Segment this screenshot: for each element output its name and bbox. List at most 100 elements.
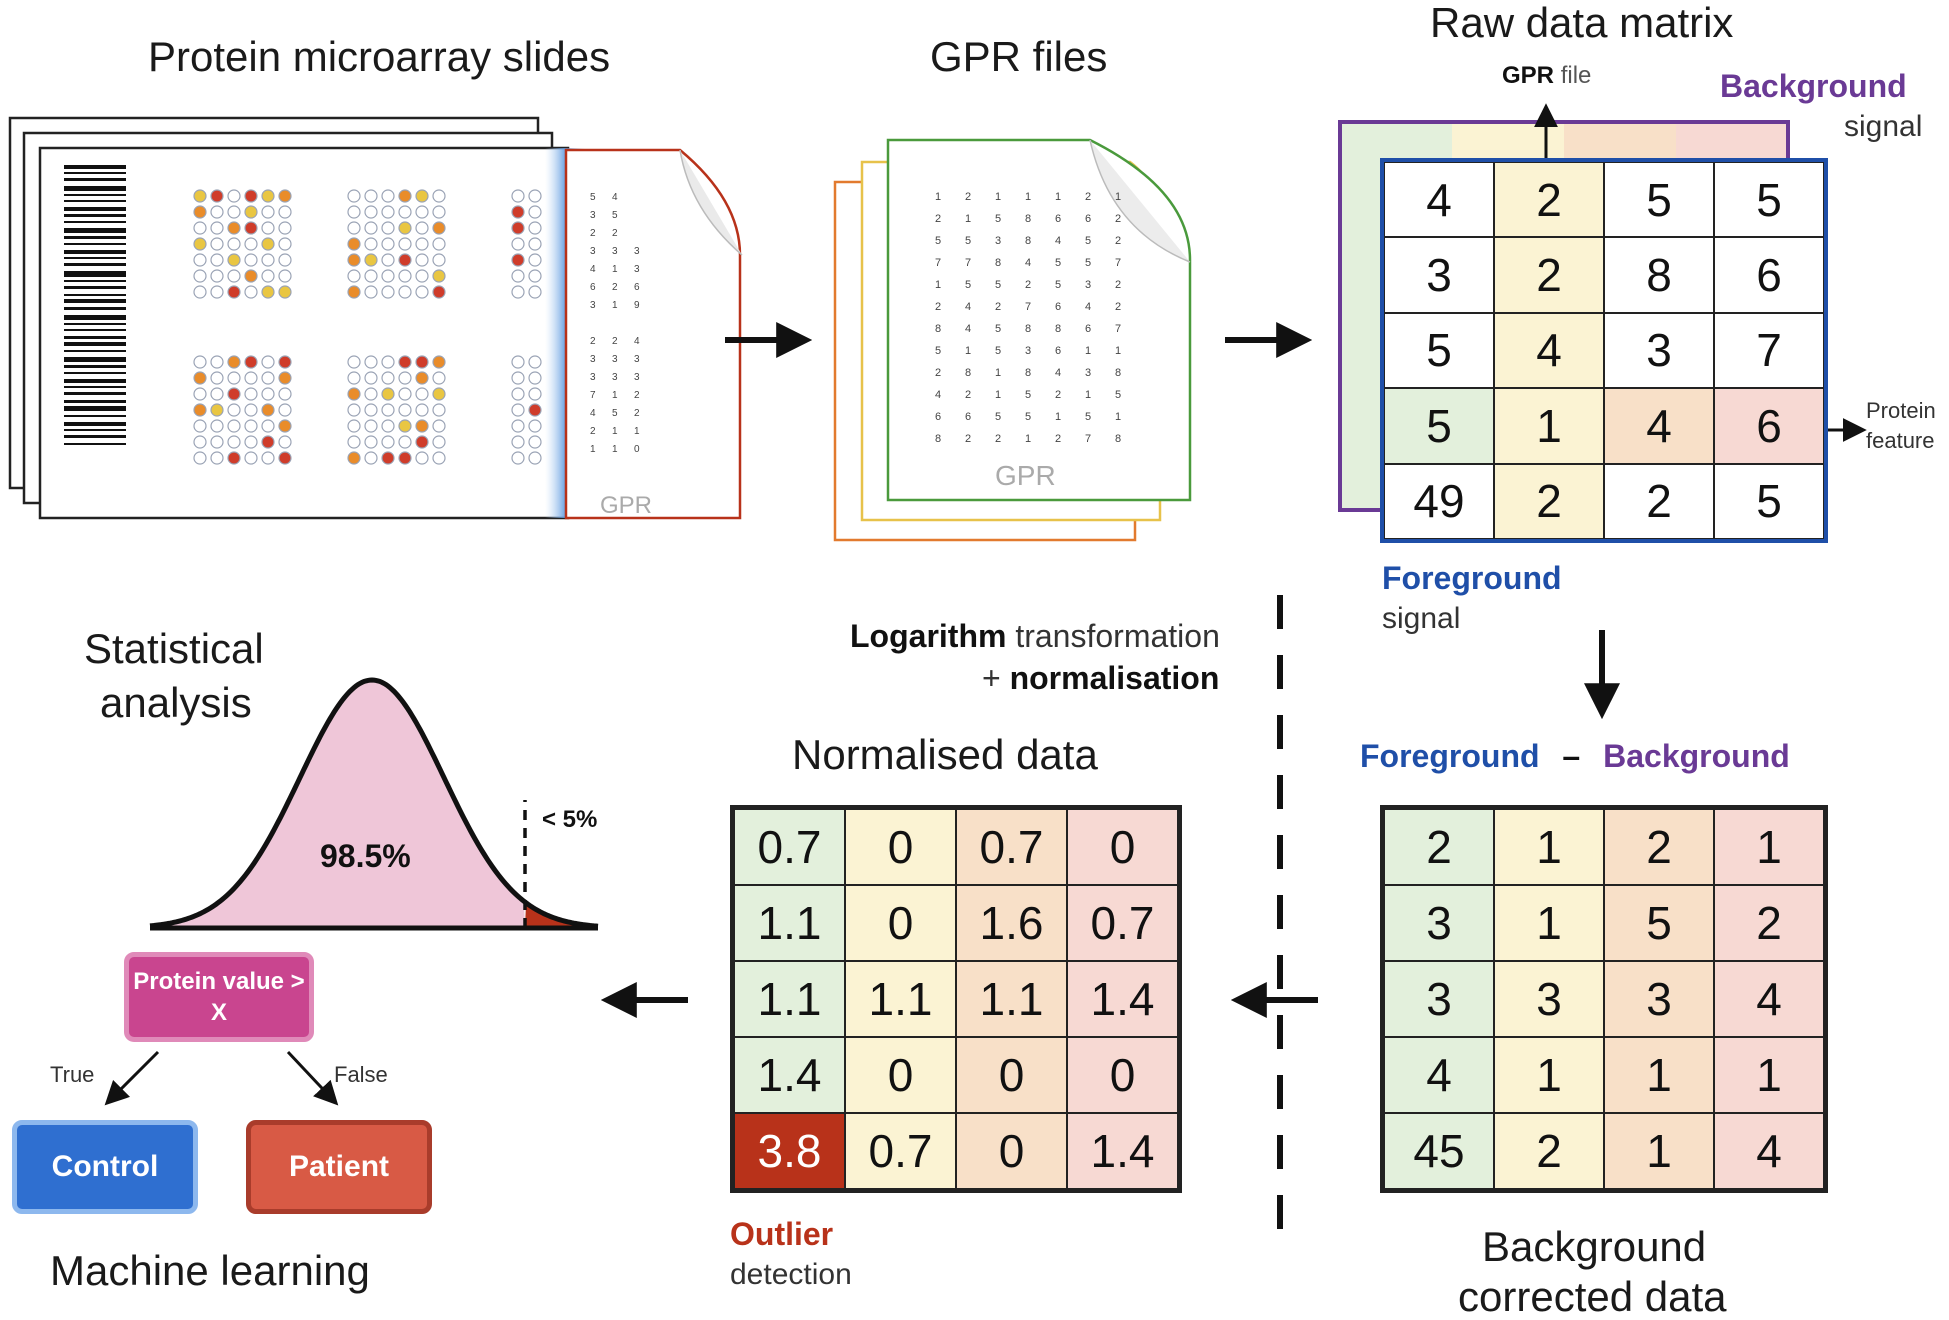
microarray-spot xyxy=(381,435,395,449)
microarray-spot xyxy=(381,403,395,417)
microarray-spot xyxy=(528,387,542,401)
microarray-spot xyxy=(415,355,429,369)
slide-gpr-number: 3 xyxy=(612,354,618,365)
microarray-spot xyxy=(347,355,361,369)
bg-corrected-matrix-cell: 1 xyxy=(1494,885,1604,961)
barcode-bar xyxy=(64,221,126,223)
normalised-matrix-cell: 3.8 xyxy=(734,1113,845,1189)
gpr-file-number: 4 xyxy=(1055,367,1061,379)
microarray-spot xyxy=(415,221,429,235)
microarray-spot xyxy=(261,435,275,449)
microarray-spot xyxy=(244,269,258,283)
microarray-spot xyxy=(415,237,429,251)
tree-arrow-false xyxy=(286,1050,339,1106)
bg-corrected-matrix-cell: 4 xyxy=(1384,1037,1494,1113)
microarray-spot xyxy=(227,269,241,283)
microarray-spot xyxy=(227,237,241,251)
microarray-spot xyxy=(227,419,241,433)
bg-corrected-matrix-cell: 3 xyxy=(1494,961,1604,1037)
gpr-file-number: 2 xyxy=(935,367,941,379)
microarray-spot xyxy=(261,371,275,385)
bg-corrected-matrix-cell: 1 xyxy=(1604,1037,1714,1113)
microarray-spot xyxy=(244,237,258,251)
microarray-spot xyxy=(364,221,378,235)
normalised-matrix-cell: 1.4 xyxy=(734,1037,845,1113)
normalised-matrix-cell: 0 xyxy=(845,1037,956,1113)
slide-gpr-number: 3 xyxy=(590,300,596,311)
microarray-spot xyxy=(347,221,361,235)
microarray-spot xyxy=(244,371,258,385)
microarray-spot xyxy=(193,253,207,267)
slide-gpr-number: 4 xyxy=(612,192,618,203)
gpr-file-number: 5 xyxy=(995,411,1001,423)
microarray-spot xyxy=(364,355,378,369)
title-statistical: Statistical xyxy=(84,625,264,672)
barcode-bar xyxy=(64,443,126,445)
microarray-spot xyxy=(381,253,395,267)
gpr-file-number: 5 xyxy=(1085,235,1091,247)
gpr-file-number: 3 xyxy=(1085,279,1091,291)
microarray-spot xyxy=(261,269,275,283)
microarray-spot xyxy=(210,269,224,283)
microarray-spot xyxy=(347,285,361,299)
microarray-spot xyxy=(415,269,429,283)
title-machine-learning: Machine learning xyxy=(50,1247,370,1294)
microarray-spot xyxy=(210,419,224,433)
bg-corrected-matrix-cell: 4 xyxy=(1714,961,1824,1037)
slide-gpr-number: 2 xyxy=(634,408,640,419)
microarray-spot xyxy=(398,221,412,235)
gpr-file-number: 4 xyxy=(965,301,971,313)
slide-gpr-number: 3 xyxy=(590,246,596,257)
microarray-spot xyxy=(528,403,542,417)
barcode-bar xyxy=(64,207,126,211)
microarray-spot xyxy=(511,435,525,449)
gpr-file-number: 8 xyxy=(1115,367,1121,379)
microarray-spot xyxy=(364,237,378,251)
barcode-bar xyxy=(64,243,126,245)
microarray-spot xyxy=(227,221,241,235)
microarray-spot xyxy=(193,189,207,203)
gpr-file-number: 2 xyxy=(1115,279,1121,291)
gpr-file-number: 4 xyxy=(1025,257,1031,269)
microarray-spot xyxy=(193,371,207,385)
title-raw-matrix: Raw data matrix xyxy=(1430,0,1734,46)
control-node: Control xyxy=(12,1120,198,1214)
gpr-file-number: 1 xyxy=(995,367,1001,379)
bg-corrected-matrix-cell: 4 xyxy=(1714,1113,1824,1189)
percent-main-label: 98.5% xyxy=(320,838,411,874)
barcode-bar xyxy=(64,400,126,403)
slide-gpr-number: 5 xyxy=(612,408,618,419)
barcode-bar xyxy=(64,214,126,217)
raw-matrix-cell: 6 xyxy=(1714,237,1824,313)
microarray-spot xyxy=(347,237,361,251)
gpr-file-number: 1 xyxy=(1085,389,1091,401)
slide-gpr-label: GPR xyxy=(600,492,653,519)
gpr-file-number: 5 xyxy=(1085,411,1091,423)
gpr-file-number: 4 xyxy=(1055,235,1061,247)
microarray-spot xyxy=(278,419,292,433)
barcode-bar xyxy=(64,280,126,282)
gpr-file-number: 1 xyxy=(965,213,971,225)
barcode-bar xyxy=(64,228,126,233)
microarray-spot xyxy=(278,355,292,369)
barcode-bar xyxy=(64,386,126,388)
slide-gpr-number: 1 xyxy=(612,390,618,401)
normalised-matrix-cell: 0.7 xyxy=(1067,885,1178,961)
microarray-spot xyxy=(278,205,292,219)
microarray-spot xyxy=(398,355,412,369)
gpr-file-number: 1 xyxy=(1085,345,1091,357)
microarray-spot xyxy=(227,355,241,369)
slide-gpr-number: 3 xyxy=(612,246,618,257)
slide-gpr-number: 2 xyxy=(590,426,596,437)
slide-gpr-number: 2 xyxy=(590,228,596,239)
microarray-spot xyxy=(364,451,378,465)
microarray-spot xyxy=(398,387,412,401)
bg-corrected-matrix-cell: 3 xyxy=(1384,885,1494,961)
bg-corrected-matrix-cell: 2 xyxy=(1494,1113,1604,1189)
gpr-file-number: 1 xyxy=(965,345,971,357)
gpr-file-number: 2 xyxy=(995,301,1001,313)
slide-gpr-number: 3 xyxy=(634,354,640,365)
microarray-spot xyxy=(210,221,224,235)
